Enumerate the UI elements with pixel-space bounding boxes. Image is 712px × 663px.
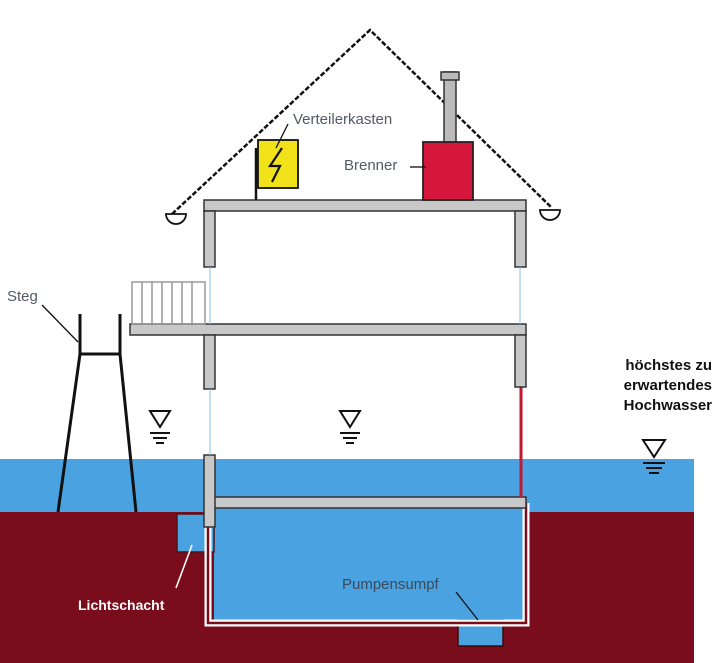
attic-floor-slab — [203, 199, 527, 212]
water-level-marker-icon — [148, 410, 172, 444]
upper-floor-slab — [129, 323, 527, 336]
basement-ceiling-slab — [213, 496, 527, 509]
basement-flooded — [214, 503, 523, 620]
jetty — [56, 314, 138, 513]
roof — [171, 28, 553, 215]
gutter-right — [539, 209, 561, 221]
leader-line-distribution — [275, 123, 289, 149]
leader-line-light-well — [175, 544, 193, 589]
light-well-label: Lichtschacht — [78, 597, 165, 613]
upper-wall-right — [514, 334, 527, 388]
flood-level-label-line: höchstes zu — [625, 357, 712, 374]
jetty-label: Steg — [7, 288, 38, 305]
burner-label: Brenner — [344, 157, 398, 174]
lightning-warning-icon — [267, 147, 283, 183]
gutter-left — [165, 213, 187, 225]
upper-wall-left — [203, 334, 216, 390]
leader-line-jetty — [41, 304, 79, 343]
water-level-marker-icon — [338, 410, 362, 444]
ground-floor-wall-left — [203, 454, 216, 528]
chimney-cap — [440, 71, 460, 81]
burner-unit — [422, 141, 474, 201]
chimney — [443, 71, 457, 145]
attic-wall-left — [203, 210, 216, 268]
flood-level-label-line: Hochwasser — [623, 397, 712, 414]
water-level-marker-icon — [641, 439, 667, 474]
sump-label: Pumpensumpf — [342, 576, 439, 593]
attic-wall-right — [514, 210, 527, 268]
flood-level-label-line: erwartendes — [623, 377, 712, 394]
leader-line-sump — [455, 591, 479, 621]
distribution-box — [257, 139, 299, 189]
distribution-box-label: Verteilerkasten — [293, 111, 393, 128]
balcony-railing — [131, 281, 206, 325]
basement-wall-core — [206, 503, 528, 625]
flood-level-label: höchstes zu erwartendes Hochwasser — [582, 356, 712, 416]
